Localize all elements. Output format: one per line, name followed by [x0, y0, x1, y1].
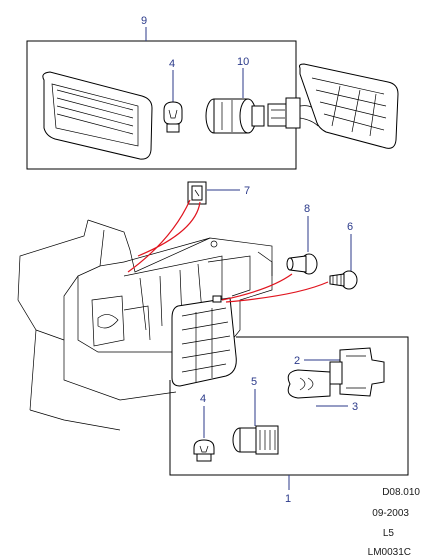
ref-drawing-id: LM0031C [368, 547, 411, 558]
ref-code: D08.010 [382, 487, 420, 498]
connector-pigtail [267, 97, 319, 129]
side-marker-lens [299, 63, 399, 149]
callout-4-bottom: 4 [200, 393, 206, 405]
red-locator-lines [127, 199, 329, 303]
callout-4-top: 4 [169, 58, 175, 70]
callout-2: 2 [294, 355, 300, 367]
bulb-holder-5 [232, 425, 279, 455]
bolt [329, 270, 358, 290]
bulb-holder [205, 98, 265, 134]
callout-3: 3 [352, 401, 358, 413]
side-repeater-kit-group: 9 4 10 [26, 15, 399, 170]
rear-lamp-kit-group: 1 2 3 5 4 [169, 336, 409, 505]
ref-level: L5 [383, 528, 395, 539]
callout-8: 8 [304, 203, 310, 215]
callout-10: 10 [237, 56, 249, 68]
callout-9: 9 [141, 15, 147, 27]
red-line-screw [221, 273, 293, 301]
stop-tail-bulb [287, 369, 331, 399]
rear-lamp-cluster [171, 295, 237, 387]
side-repeater-lens [42, 71, 153, 160]
red-line-clip-b [137, 201, 201, 257]
bolt-6-group: 6 [329, 221, 358, 290]
lamp-holder-assembly [329, 347, 385, 397]
trim-clip-group: 7 [187, 181, 250, 205]
callout-1: 1 [285, 493, 291, 505]
screw [286, 253, 318, 275]
screw-8-group: 8 [286, 203, 318, 275]
wedge-bulb-top [163, 101, 183, 133]
ref-date: 09-2003 [372, 508, 409, 519]
callout-7: 7 [244, 185, 250, 197]
trim-clip [187, 181, 207, 205]
red-line-bolt [225, 281, 329, 303]
wedge-bulb-bottom [193, 439, 215, 462]
callout-5: 5 [251, 376, 257, 388]
callout-6: 6 [347, 221, 353, 233]
vehicle-rear-corner [17, 219, 273, 431]
reference-block: D08.010 09-2003 L5 LM0031C [368, 487, 421, 558]
kit-1-box [169, 336, 409, 476]
red-line-clip-a [127, 199, 191, 273]
